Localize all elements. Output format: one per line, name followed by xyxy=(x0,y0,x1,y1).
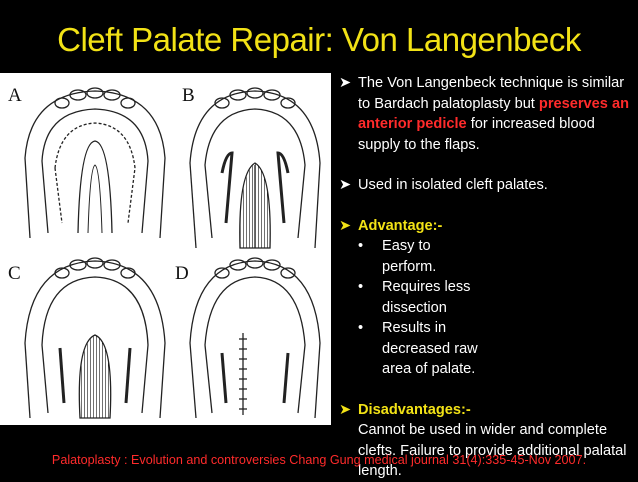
palate-repair-illustration: A B xyxy=(0,73,331,425)
panel-c-diagram: C xyxy=(8,257,166,419)
disadvantage-text: Cannot be used in wider and complete cle… xyxy=(358,422,627,479)
intro-text-part1: The Von Langenbeck technique is similar … xyxy=(358,75,625,112)
arrow-bullet-icon: ➤ xyxy=(339,401,352,418)
slide-title: Cleft Palate Repair: Von Langenbeck xyxy=(57,21,581,58)
intro-highlight: preserves an anterior pedicle xyxy=(358,95,629,133)
isolated-text: Used in isolated cleft palates. xyxy=(358,177,548,193)
panel-d-label: D xyxy=(175,263,189,284)
disadvantage-heading: Disadvantages:- xyxy=(358,401,471,418)
panel-b-diagram: B xyxy=(182,85,321,249)
arrow-bullet-icon: ➤ xyxy=(339,75,352,91)
dot-bullet-icon: • xyxy=(358,320,364,336)
panel-d-diagram: D xyxy=(175,257,321,419)
bullet-intro: ➤ The Von Langenbeck technique is simila… xyxy=(339,73,638,155)
advantage-item: • Requires less dissection xyxy=(358,279,471,316)
advantage-heading: Advantage:- xyxy=(358,217,443,234)
bullet-isolated: ➤ Used in isolated cleft palates. xyxy=(339,175,638,196)
arrow-bullet-icon: ➤ xyxy=(339,177,352,193)
dot-bullet-icon: • xyxy=(358,279,364,295)
dot-bullet-icon: • xyxy=(358,238,364,254)
advantage-item: • Results in decreased raw area of palat… xyxy=(358,320,478,377)
panel-c-label: C xyxy=(8,263,21,284)
panel-a-label: A xyxy=(8,85,22,106)
advantage-item: • Easy to perform. xyxy=(358,238,437,275)
arrow-bullet-icon: ➤ xyxy=(339,217,352,234)
panel-b-label: B xyxy=(182,85,195,106)
intro-text-part2: for increased blood supply to the flaps. xyxy=(358,116,595,153)
bullet-list: ➤ The Von Langenbeck technique is simila… xyxy=(339,73,638,482)
panel-a-diagram: A xyxy=(8,85,166,239)
bullet-advantage: ➤ Advantage:- xyxy=(339,216,638,237)
bullet-disadvantage: ➤ Disadvantages:- Cannot be used in wide… xyxy=(339,400,638,482)
citation: Palatoplasty : Evolution and controversi… xyxy=(51,453,587,467)
